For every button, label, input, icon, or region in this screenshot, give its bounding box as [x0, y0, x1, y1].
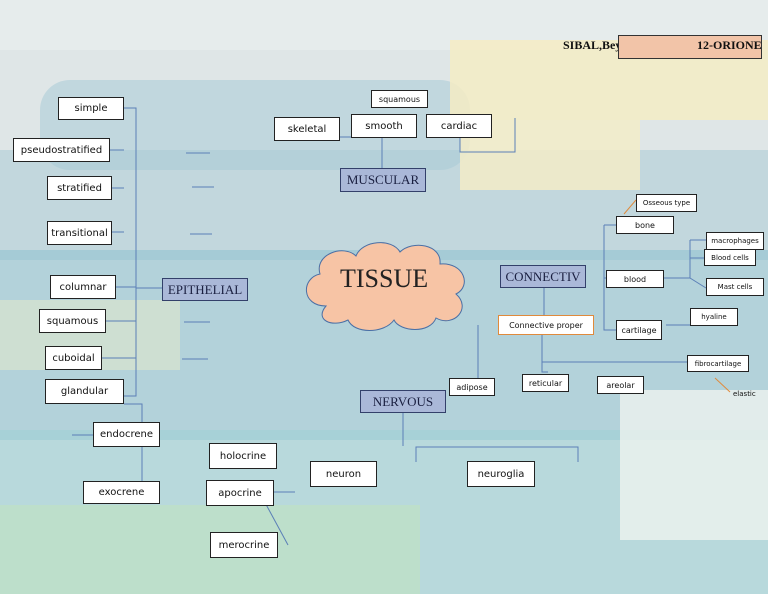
tissue-title: TISSUE [340, 264, 429, 293]
connective-hyaline[interactable]: hyaline [690, 308, 738, 326]
connective-mast-cells[interactable]: Mast cells [706, 278, 764, 296]
epithelial-pseudostratified[interactable]: pseudostratified [13, 138, 110, 162]
epithelial-endocrene[interactable]: endocrene [93, 422, 160, 447]
connective-areolar[interactable]: areolar [597, 376, 644, 394]
tissue-cloud [305, 242, 465, 331]
student-section: 12-ORIONE [697, 38, 762, 52]
epithelial-glandular[interactable]: glandular [45, 379, 124, 404]
epithelial-columnar[interactable]: columnar [50, 275, 116, 299]
connective-fibrocartilage[interactable]: fibrocartilage [687, 355, 749, 372]
category-connective[interactable]: CONNECTIV [500, 265, 586, 288]
epithelial-squamous[interactable]: squamous [39, 309, 106, 333]
connective-adipose[interactable]: adipose [449, 378, 495, 396]
category-nervous[interactable]: NERVOUS [360, 390, 446, 413]
epithelial-exocrene[interactable]: exocrene [83, 481, 160, 504]
epithelial-transitional[interactable]: transitional [47, 221, 112, 245]
nervous-neuroglia[interactable]: neuroglia [467, 461, 535, 487]
connective-elastic[interactable]: elastic [733, 390, 756, 398]
connective-osseous-type[interactable]: Osseous type [636, 194, 697, 212]
epithelial-cuboidal[interactable]: cuboidal [45, 346, 102, 370]
connective-reticular[interactable]: reticular [522, 374, 569, 392]
epithelial-apocrine[interactable]: apocrine [206, 480, 274, 506]
muscular-skeletal[interactable]: skeletal [274, 117, 340, 141]
muscular-smooth[interactable]: smooth [351, 114, 417, 138]
connective-bone[interactable]: bone [616, 216, 674, 234]
connective-macrophages[interactable]: macrophages [706, 232, 764, 250]
nervous-neuron[interactable]: neuron [310, 461, 377, 487]
epithelial-holocrine[interactable]: holocrine [209, 443, 277, 469]
epithelial-simple[interactable]: simple [58, 97, 124, 120]
section-box [618, 35, 762, 59]
epithelial-merocrine[interactable]: merocrine [210, 532, 278, 558]
connective-cartilage[interactable]: cartilage [616, 320, 662, 340]
muscular-cardiac[interactable]: cardiac [426, 114, 492, 138]
category-epithelial[interactable]: EPITHELIAL [162, 278, 248, 301]
epithelial-stratified[interactable]: stratified [47, 176, 112, 200]
connective-blood-cells[interactable]: Blood cells [704, 249, 756, 266]
connective-blood[interactable]: blood [606, 270, 664, 288]
background-wash-white [620, 390, 768, 540]
category-muscular[interactable]: MUSCULAR [340, 168, 426, 192]
muscular-squamous[interactable]: squamous [371, 90, 428, 108]
connective-proper[interactable]: Connective proper [498, 315, 594, 335]
